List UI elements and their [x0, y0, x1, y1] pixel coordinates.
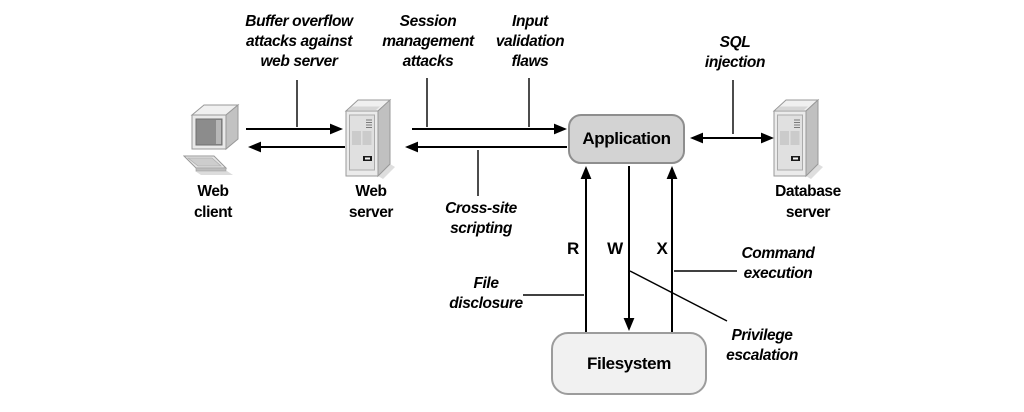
label-privilege-escalation: Privilege escalation — [726, 327, 798, 364]
label-input-validation: Input validation flaws — [495, 13, 565, 70]
label-pointer-lines — [296, 78, 737, 322]
label-session-management: Session management attacks — [382, 13, 474, 70]
label-command-execution: Command execution — [741, 245, 815, 282]
label-cross-site-scripting: Cross-site scripting — [445, 200, 517, 237]
web-server-icon — [340, 95, 414, 188]
permission-execute-label: X — [656, 239, 668, 258]
web-client-icon — [182, 101, 249, 184]
application-node-label: Application — [582, 129, 671, 148]
label-file-disclosure: File disclosure — [449, 275, 523, 312]
filesystem-node-label: Filesystem — [587, 353, 671, 373]
arrowheads — [248, 123, 774, 331]
permission-write-label: W — [607, 239, 623, 258]
application-node: Application — [568, 114, 685, 164]
database-server-label: Database server — [775, 183, 841, 221]
permission-read-label: R — [567, 239, 579, 258]
label-buffer-overflow: Buffer overflow attacks against web serv… — [245, 13, 353, 70]
label-sql-injection: SQL injection — [704, 34, 766, 71]
web-server-label: Web server — [348, 183, 394, 221]
filesystem-node: Filesystem — [551, 332, 707, 395]
web-client-label: Web client — [193, 183, 233, 221]
database-server-icon — [768, 95, 842, 188]
